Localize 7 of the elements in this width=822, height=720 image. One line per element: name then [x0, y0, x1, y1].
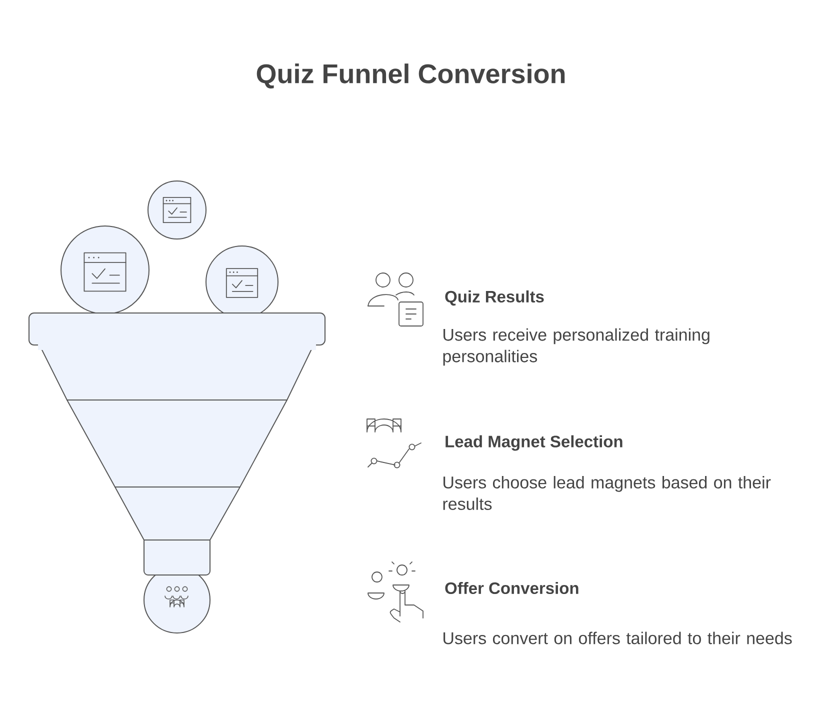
- item-description: Users receive personalized training personalities: [443, 328, 710, 366]
- item-heading: Quiz Results: [445, 290, 544, 306]
- item-description: Users convert on offers tailored to their needs: [444, 632, 792, 644]
- item-heading: Offer Conversion: [445, 582, 578, 594]
- item-heading: Lead Magnet Selection: [446, 435, 622, 451]
- title: Quiz Funnel Conversion: [256, 64, 565, 88]
- item-description: Users choose lead magnets based on their results: [443, 476, 771, 510]
